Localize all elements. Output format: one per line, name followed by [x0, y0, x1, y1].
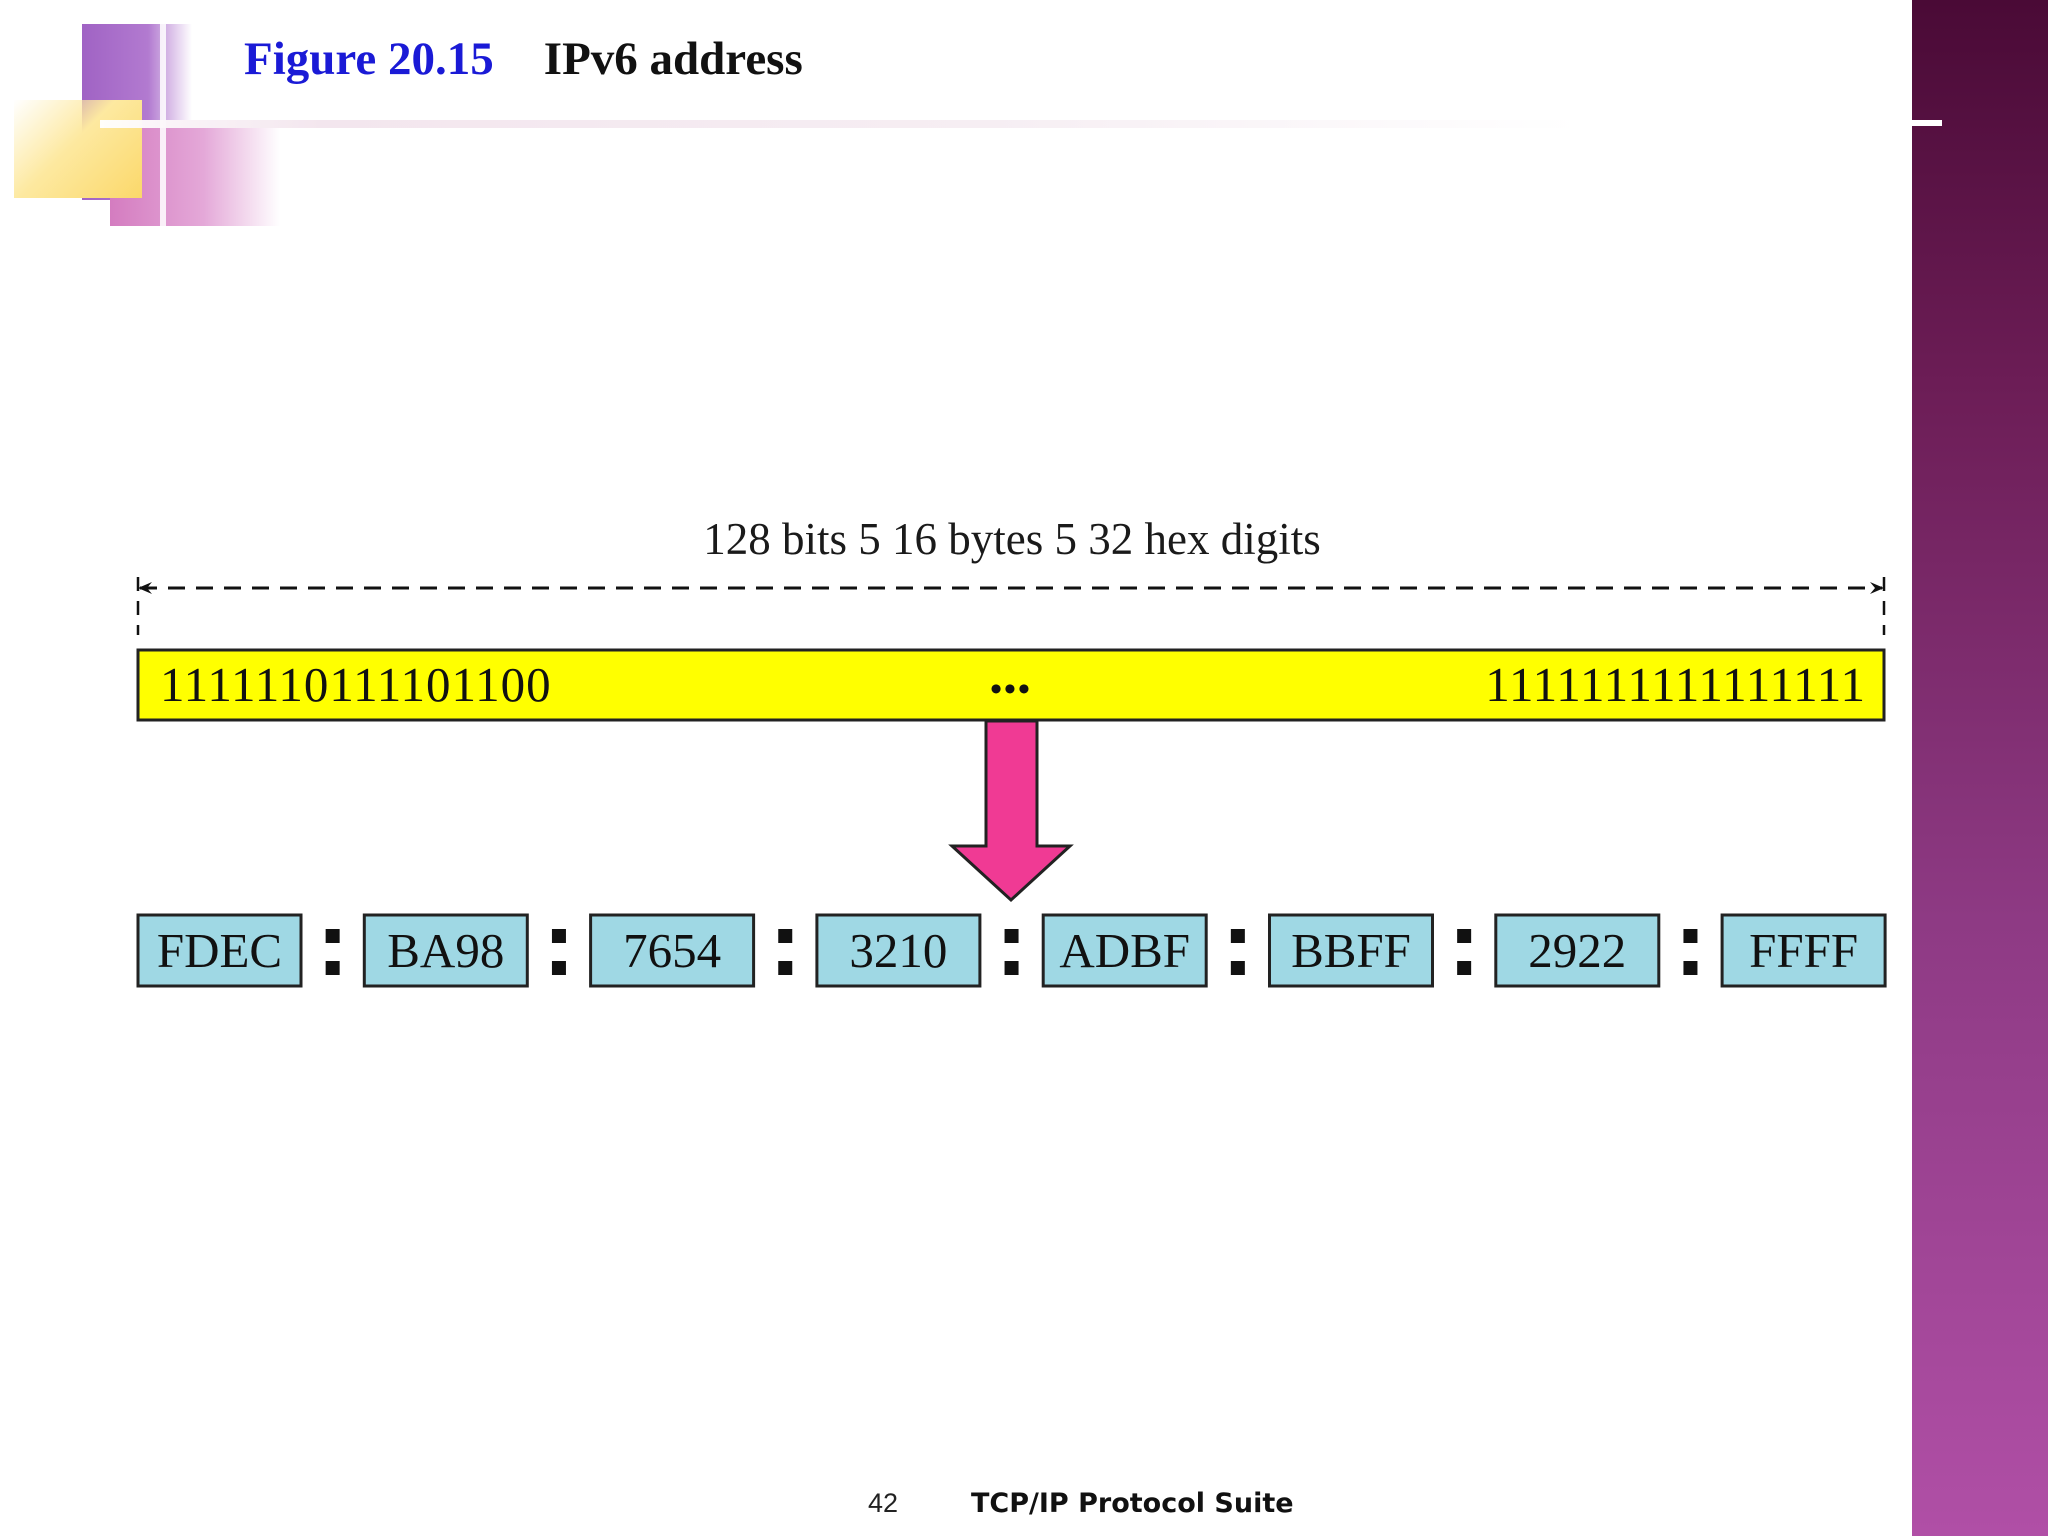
hex-colon-separator	[1457, 929, 1472, 975]
colon-dot	[1457, 961, 1472, 975]
colon-dot	[1230, 929, 1245, 943]
hex-group-label: BBFF	[1291, 923, 1411, 978]
colon-dot	[325, 929, 340, 943]
side-gradient-bar	[1912, 0, 2048, 1536]
colon-dot	[1683, 961, 1698, 975]
hex-group-label: 7654	[623, 923, 721, 978]
decorative-vertical-line	[160, 0, 166, 236]
hex-group-box	[1494, 913, 1661, 988]
hex-group-label: 2922	[1528, 923, 1626, 978]
colon-dot	[1230, 961, 1245, 975]
footer-title: TCP/IP Protocol Suite	[971, 1488, 1294, 1519]
hex-group-label: FDEC	[157, 923, 282, 978]
hex-group-box	[815, 913, 982, 988]
slide-footer: 42 TCP/IP Protocol Suite	[0, 1488, 1912, 1520]
ipv6-address-diagram: 128 bits 5 16 bytes 5 32 hex digits 1111…	[136, 514, 1887, 988]
hex-group-box	[589, 913, 756, 988]
conversion-arrow	[948, 719, 1074, 903]
figure-title: IPv6 address	[543, 33, 803, 85]
colon-dot	[778, 929, 793, 943]
hex-group-label: ADBF	[1059, 923, 1190, 978]
colon-dot	[551, 961, 566, 975]
hex-group-box	[362, 913, 529, 988]
colon-dot	[778, 961, 793, 975]
hex-colon-separator	[778, 929, 793, 975]
decorative-horizontal-line	[100, 120, 1580, 128]
binary-left-bits: 1111110111101100	[160, 657, 552, 712]
slide-title: Figure 20.15 IPv6 address	[244, 32, 803, 86]
binary-ellipsis: •••	[990, 671, 1032, 708]
figure-number: Figure 20.15	[244, 33, 494, 85]
dimension-arrow	[136, 577, 1886, 635]
colon-dot	[1457, 929, 1472, 943]
hex-group-label: FFFF	[1749, 923, 1858, 978]
hex-group-label: 3210	[849, 923, 947, 978]
hex-colon-separator	[325, 929, 340, 975]
hex-colon-separator	[1230, 929, 1245, 975]
hex-colon-separator	[1683, 929, 1698, 975]
hex-colon-separator	[551, 929, 566, 975]
binary-bar-background	[136, 648, 1886, 722]
decorative-yellow-square	[14, 100, 142, 198]
hex-group-label: BA98	[387, 923, 504, 978]
colon-dot	[325, 961, 340, 975]
colon-dot	[1004, 961, 1019, 975]
side-bar-tick	[1912, 120, 1942, 126]
binary-bar: 1111110111101100 ••• 1111111111111111	[136, 648, 1886, 722]
hex-groups-row: FDEC BA98 7654 3210 ADBF BBFF 2922 FFFF	[136, 913, 1887, 988]
hex-group-box	[1720, 913, 1887, 988]
colon-dot	[1683, 929, 1698, 943]
colon-dot	[551, 929, 566, 943]
hex-group-box	[136, 913, 303, 988]
page-number: 42	[868, 1488, 899, 1518]
hex-group-box	[1268, 913, 1434, 988]
binary-right-bits: 1111111111111111	[1485, 657, 1866, 712]
hex-colon-separator	[1004, 929, 1019, 975]
size-label: 128 bits 5 16 bytes 5 32 hex digits	[703, 514, 1321, 564]
hex-group-box	[1041, 913, 1208, 988]
colon-dot	[1004, 929, 1019, 943]
